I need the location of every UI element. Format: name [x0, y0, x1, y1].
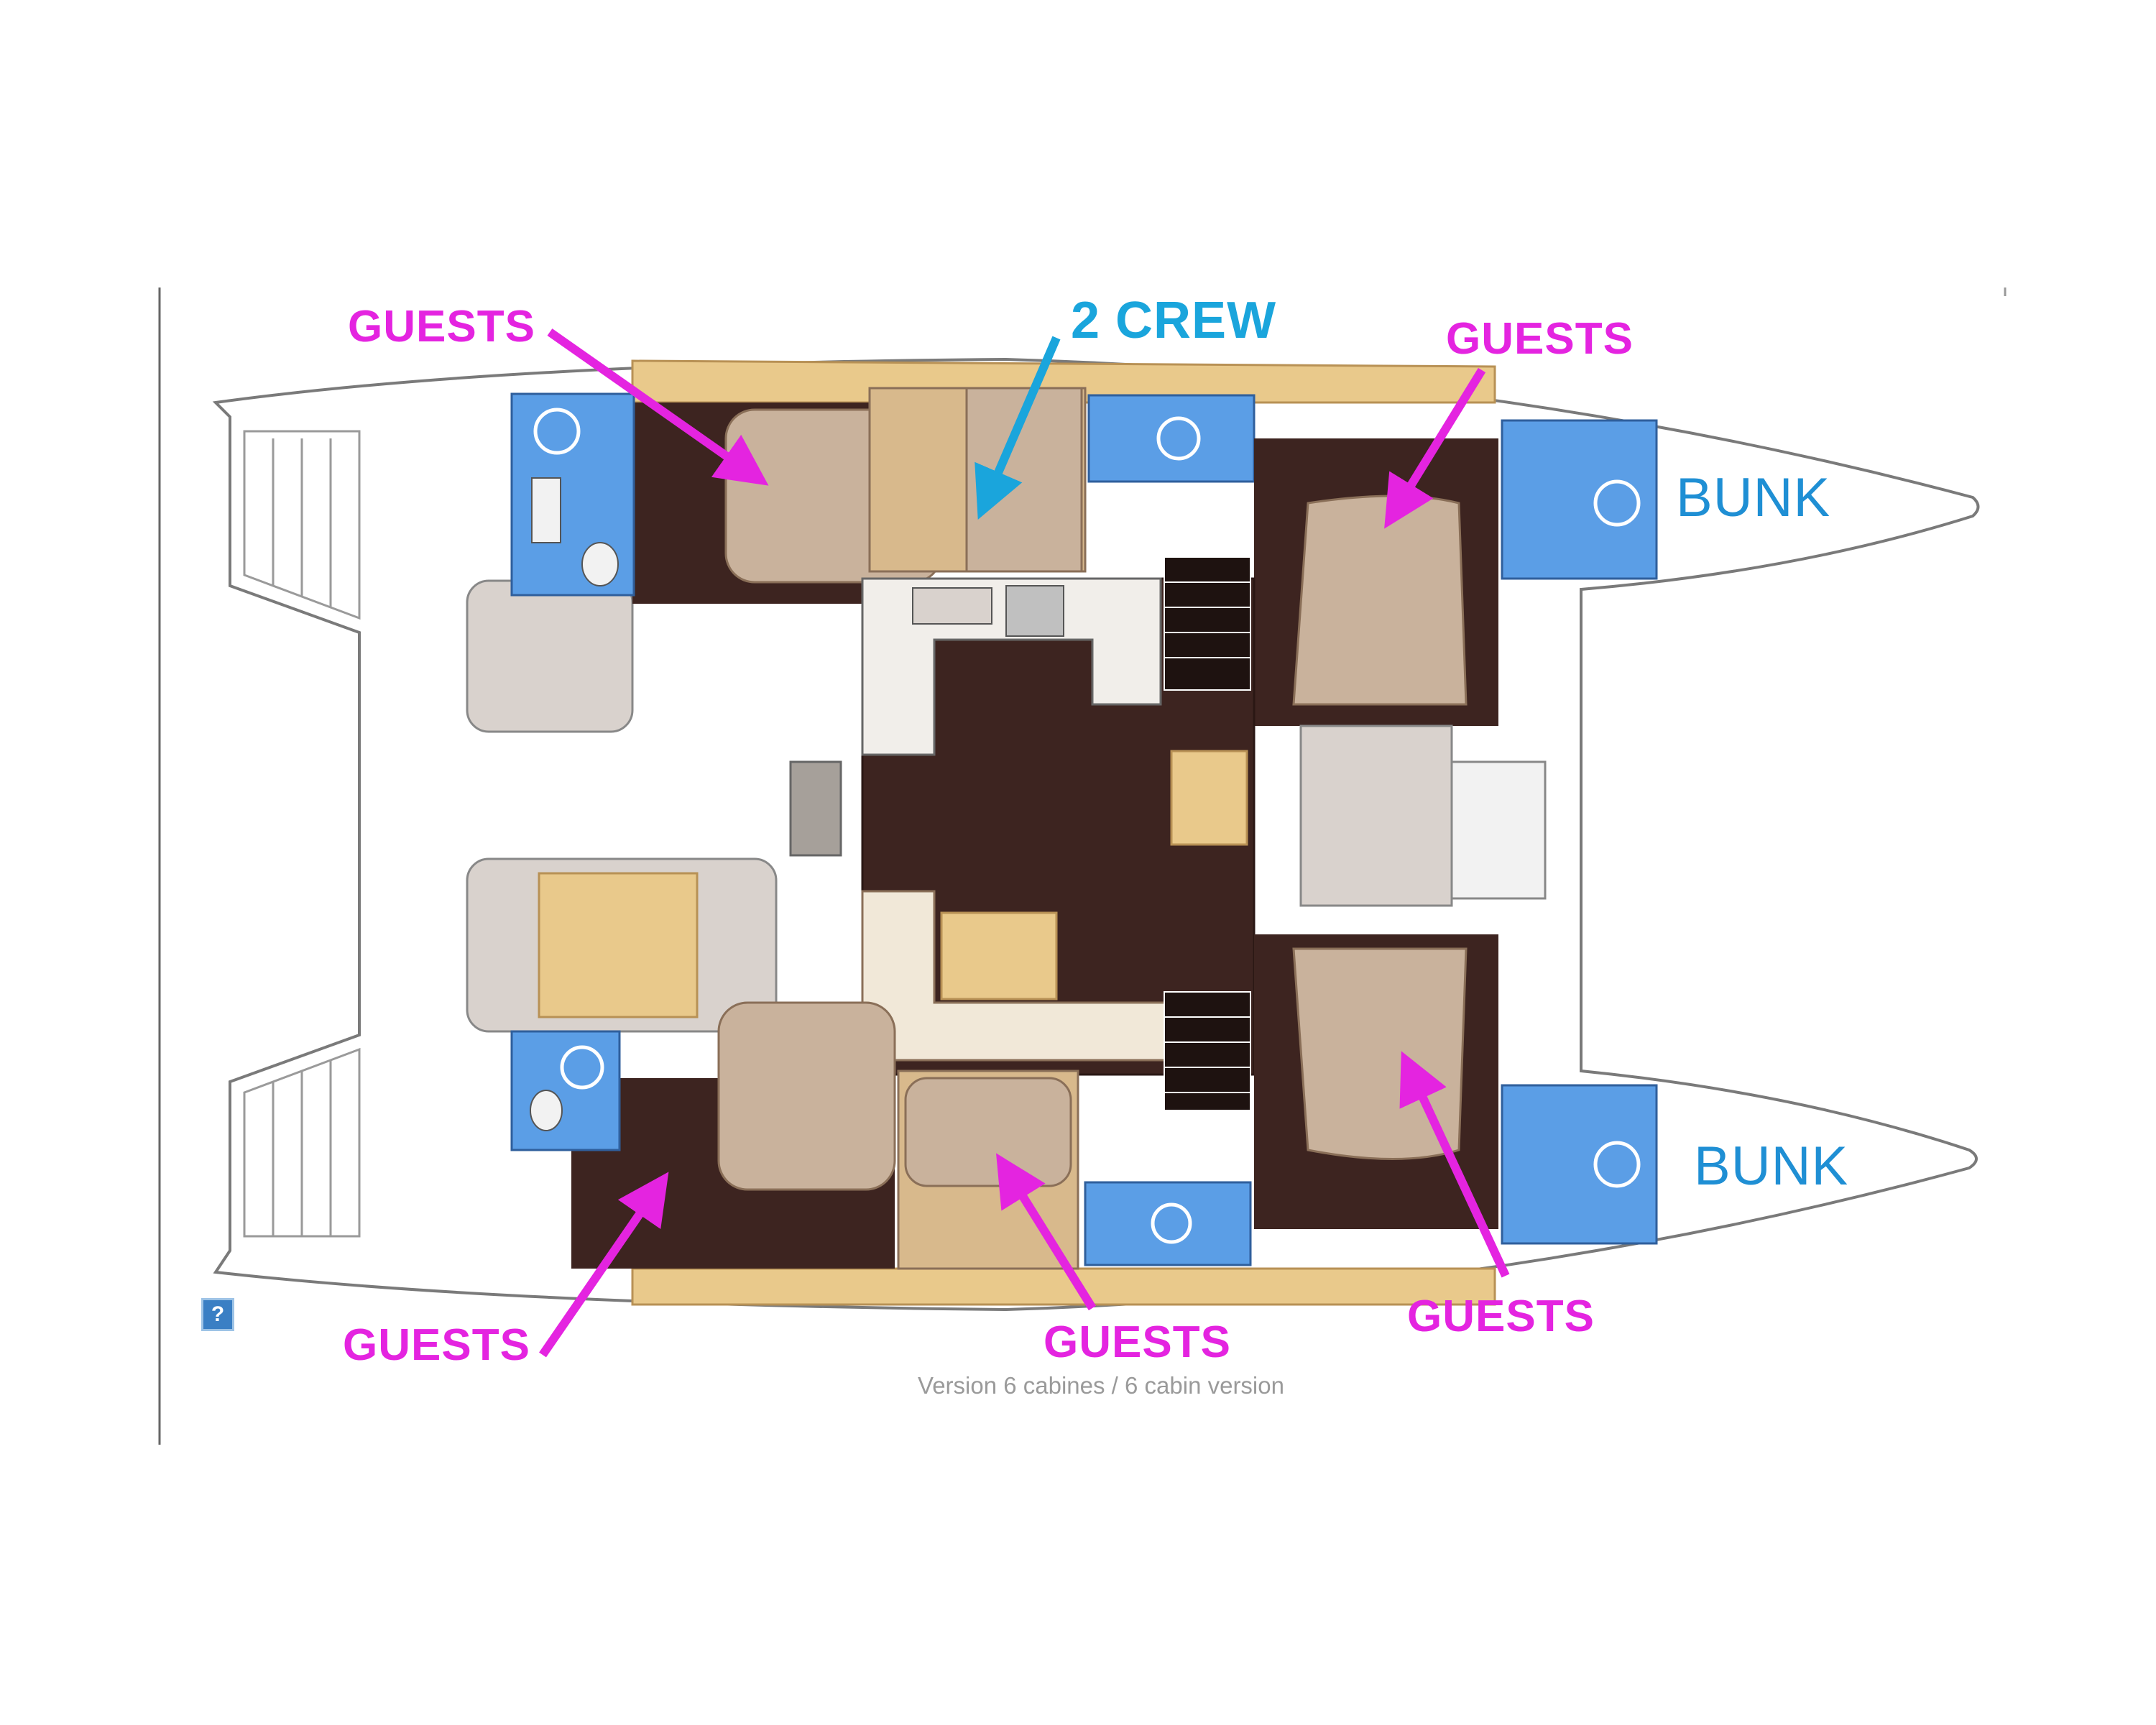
nav-station — [1170, 750, 1248, 846]
shower-icon — [1593, 479, 1641, 527]
forward-lounge-table — [1450, 760, 1547, 900]
cockpit-seat-upper — [466, 579, 634, 733]
forward-lounge-pad — [1299, 724, 1453, 907]
shower-icon — [533, 408, 581, 455]
bathroom-bow-port — [1501, 419, 1658, 580]
galley-stove — [1005, 585, 1064, 637]
arrow-crew — [975, 336, 1061, 520]
saloon-table — [940, 911, 1058, 1000]
bathroom-aft-stbd — [510, 1030, 621, 1151]
bathroom-mid-port — [1087, 394, 1256, 483]
label-guests-bottom-center: GUESTS — [1044, 1317, 1231, 1367]
label-crew: 2 CREW — [1071, 292, 1276, 349]
stairs-bottom — [1164, 991, 1251, 1111]
toilet-icon — [530, 1090, 563, 1131]
shower-icon — [1593, 1141, 1641, 1188]
label-bunk-top: BUNK — [1676, 467, 1830, 528]
label-bunk-bottom: BUNK — [1694, 1136, 1848, 1197]
label-guests-bottom-right: GUESTS — [1407, 1292, 1595, 1341]
stairs-top — [1164, 556, 1251, 691]
arrow-guests-bottom-right — [1399, 1051, 1510, 1278]
cabin-mid-stbd-bed — [904, 1077, 1072, 1187]
bottom-hull-wood-strip — [631, 1267, 1496, 1306]
bathroom-bow-stbd — [1501, 1084, 1658, 1245]
diagram-caption: Version 6 cabines / 6 cabin version — [918, 1372, 1284, 1399]
bathroom-mid-stbd — [1084, 1181, 1252, 1266]
arrow-guests-bottom-left — [539, 1172, 669, 1358]
shower-icon — [560, 1045, 604, 1090]
label-guests-bottom-left: GUESTS — [343, 1320, 530, 1370]
label-guests-top-left: GUESTS — [348, 302, 535, 351]
cockpit-grill — [789, 760, 842, 857]
cockpit-table — [538, 872, 699, 1018]
aft-steps-top — [243, 430, 361, 620]
arrow-guests-top-left — [547, 328, 769, 486]
shower-icon — [1151, 1202, 1192, 1244]
help-icon[interactable]: ? — [201, 1298, 234, 1331]
galley-sink — [912, 587, 992, 625]
shower-icon — [1156, 416, 1201, 461]
cabin-fwd-port-bed — [1292, 494, 1468, 706]
arrow-guests-bottom-center — [995, 1153, 1097, 1311]
cabin-aft-stbd-bed — [717, 1001, 896, 1191]
arrow-guests-top-right — [1384, 367, 1486, 529]
label-guests-top-right: GUESTS — [1446, 314, 1634, 364]
sink-icon — [531, 477, 561, 543]
toilet-icon — [581, 542, 619, 586]
aft-steps-bottom — [243, 1047, 361, 1238]
